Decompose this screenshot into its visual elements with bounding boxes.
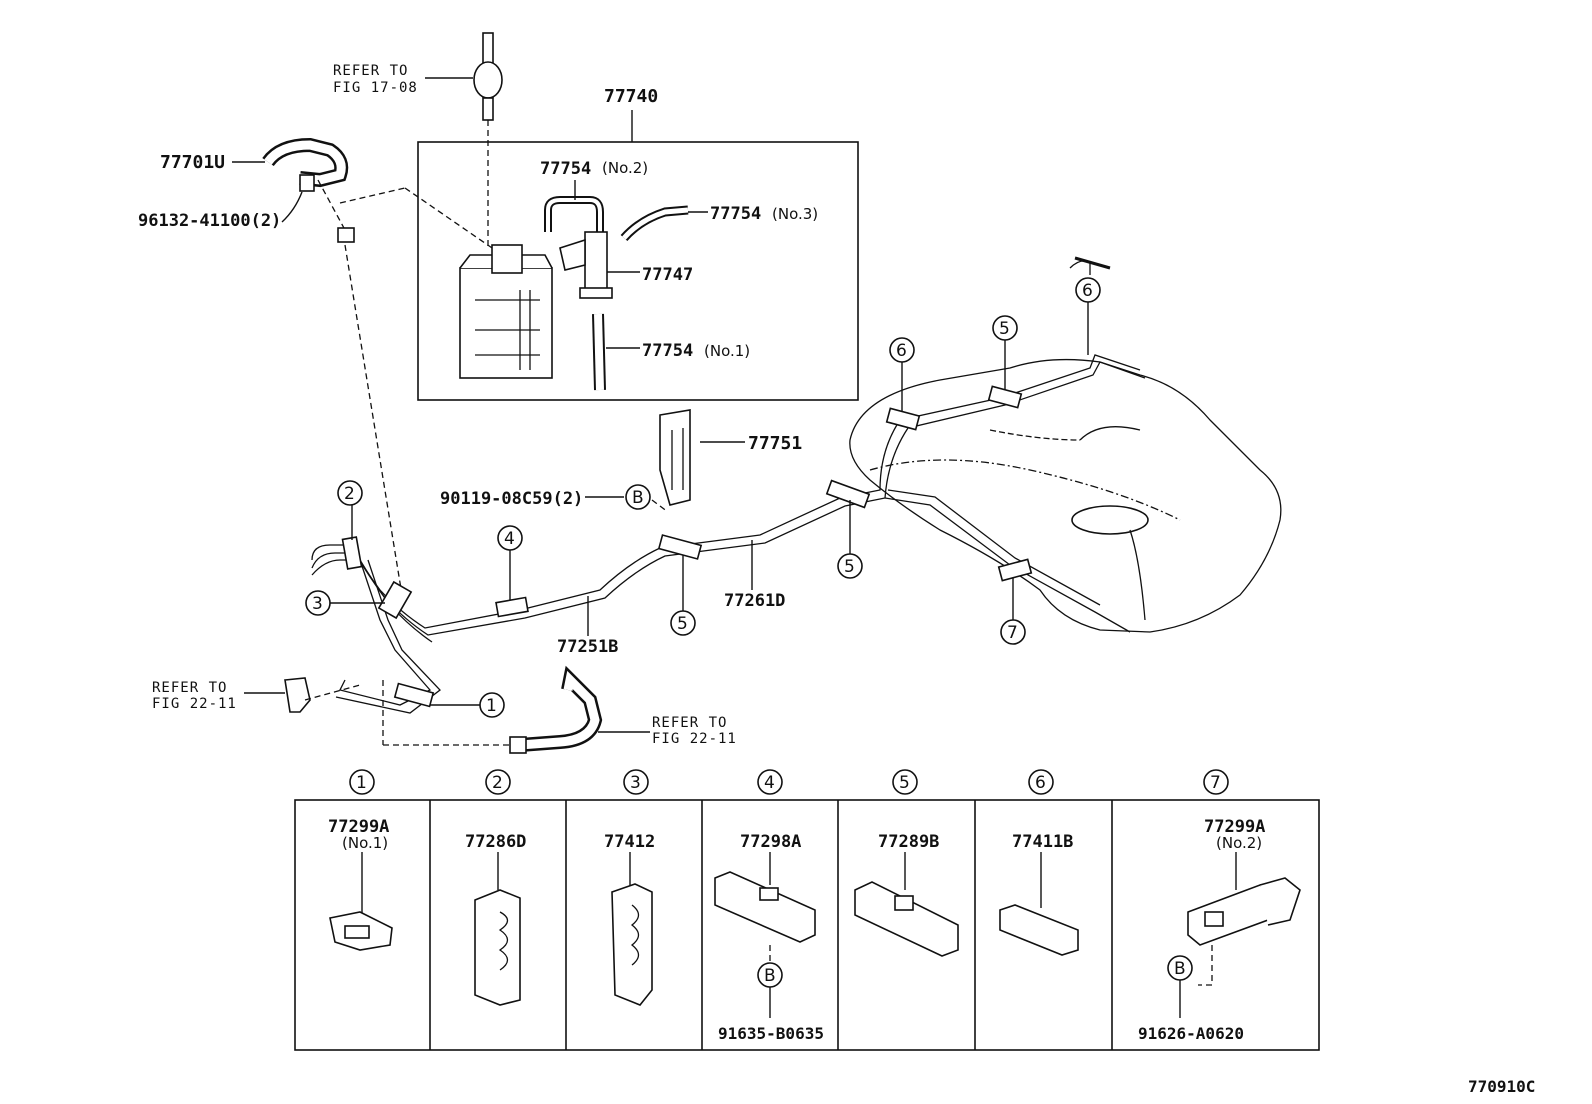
- callout-1: 1: [430, 692, 505, 718]
- table-col-4: 4 77298A B 91635-B0635: [714, 769, 824, 1043]
- table-part-2: 77286D: [465, 832, 526, 852]
- refer-mid-line1: REFER TO: [652, 715, 727, 731]
- table-fastener-7: 91626-A0620: [1138, 1024, 1244, 1043]
- label-77754-no2-sub: (No.2): [602, 159, 648, 177]
- clamp-marks: [341, 385, 1033, 708]
- label-77251b: 77251B: [557, 637, 618, 657]
- callout-6b-text: 6: [1082, 281, 1093, 301]
- label-77701u: 77701U: [160, 152, 225, 173]
- bolt-b-letter-main: B: [632, 488, 644, 508]
- refer-left-line1: REFER TO: [152, 680, 227, 696]
- table-sub-7: (No.2): [1216, 834, 1262, 852]
- fuel-tank-drawing: [849, 358, 1282, 633]
- table-index-3: 3: [630, 773, 641, 793]
- canister-assembly-box: [417, 141, 859, 401]
- table-col-3: 3 77412: [604, 769, 655, 1006]
- table-fastener-4: 91635-B0635: [718, 1024, 824, 1043]
- refer-top-line1: REFER TO: [333, 63, 408, 79]
- table-b-letter-4: B: [764, 966, 776, 986]
- label-77754-no2: 77754: [540, 159, 591, 179]
- table-index-2: 2: [492, 773, 503, 793]
- table-index-4: 4: [764, 773, 775, 793]
- table-part-7: 77299A: [1204, 817, 1265, 837]
- table-part-5: 77289B: [878, 832, 939, 852]
- label-77754-no1: 77754: [642, 341, 693, 361]
- table-index-6: 6: [1035, 773, 1046, 793]
- label-77754-no3: 77754: [710, 204, 761, 224]
- callout-2-text: 2: [344, 484, 355, 504]
- callout-5-c: 5: [992, 315, 1018, 390]
- table-part-1: 77299A: [328, 817, 389, 837]
- table-col-6: 6 77411B: [999, 769, 1079, 956]
- label-77747: 77747: [642, 265, 693, 285]
- vsv-valve-drawing: [559, 231, 613, 299]
- label-90119-08c59: 90119-08C59(2): [440, 489, 583, 509]
- label-77754-no3-sub: (No.3): [772, 205, 818, 223]
- refer-top-line2: FIG 17-08: [333, 80, 418, 96]
- table-col-1: 1 77299A (No.1): [328, 769, 393, 951]
- clamp-table: [294, 799, 1320, 1051]
- table-part-3: 77412: [604, 832, 655, 852]
- table-col-7: 7 77299A (No.2) B 91626-A0620: [1138, 769, 1301, 1043]
- table-part-6: 77411B: [1012, 832, 1073, 852]
- table-sub-1: (No.1): [342, 834, 388, 852]
- callout-5-a: 5: [670, 555, 696, 636]
- callout-1-text: 1: [486, 696, 497, 716]
- callout-4-text: 4: [504, 529, 515, 549]
- callout-4: 4: [497, 525, 523, 600]
- callout-2: 2: [337, 480, 363, 540]
- charcoal-canister-drawing: [459, 244, 553, 379]
- table-col-5: 5 77289B: [854, 769, 959, 957]
- label-77261d: 77261D: [724, 591, 785, 611]
- callout-5b-text: 5: [844, 557, 855, 577]
- callout-3-text: 3: [312, 594, 323, 614]
- figure-code: 770910C: [1468, 1077, 1535, 1096]
- label-77740: 77740: [604, 86, 658, 107]
- callout-5-b: 5: [837, 500, 863, 579]
- table-col-2: 2 77286D: [465, 769, 526, 1006]
- table-part-4: 77298A: [740, 832, 801, 852]
- refer-left-line2: FIG 22-11: [152, 696, 237, 712]
- callout-7-text: 7: [1007, 623, 1018, 643]
- table-index-1: 1: [356, 773, 367, 793]
- label-77751: 77751: [748, 433, 802, 454]
- label-96132-41100: 96132-41100(2): [138, 211, 281, 231]
- callout-6-a: 6: [889, 337, 915, 412]
- bracket-77751-drawing: [659, 409, 691, 506]
- callout-5c-text: 5: [999, 319, 1010, 339]
- table-b-letter-7: B: [1174, 959, 1186, 979]
- table-index-5: 5: [899, 773, 910, 793]
- callout-6a-text: 6: [896, 341, 907, 361]
- bolt-b-circle-main: [625, 484, 651, 510]
- callout-5a-text: 5: [677, 614, 688, 634]
- table-index-7: 7: [1210, 773, 1221, 793]
- callout-6-b: 6: [1075, 277, 1101, 355]
- callout-7: 7: [1000, 578, 1026, 645]
- label-77754-no1-sub: (No.1): [704, 342, 750, 360]
- refer-mid-line2: FIG 22-11: [652, 731, 737, 747]
- callout-3: 3: [305, 590, 385, 616]
